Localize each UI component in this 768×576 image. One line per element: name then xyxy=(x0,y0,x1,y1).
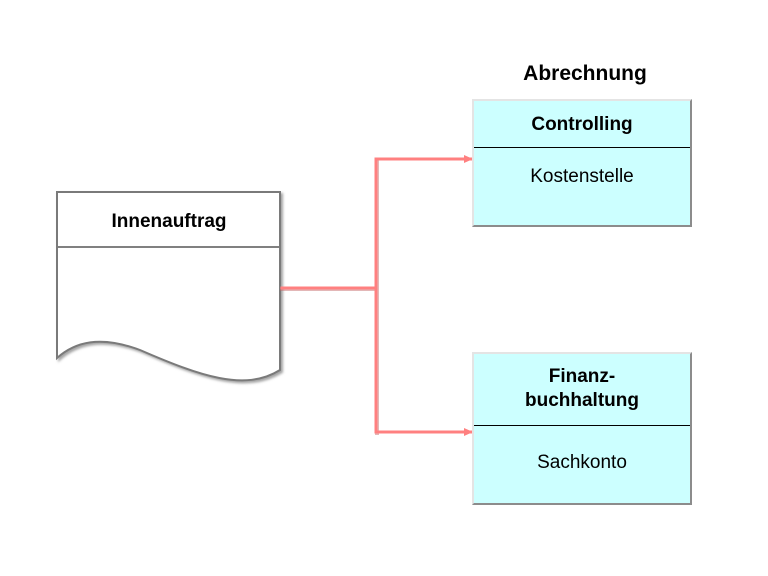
connector-lines xyxy=(280,155,473,436)
diagram-title: Abrechnung xyxy=(523,62,647,85)
target-box-header: Controlling xyxy=(474,101,690,148)
target-box-finanzbuchhaltung: Finanz- buchhaltung Sachkonto xyxy=(472,352,692,505)
source-document-label: Innenauftrag xyxy=(111,211,227,232)
connector-trunk xyxy=(280,157,378,434)
target-box-controlling: Controlling Kostenstelle xyxy=(472,99,692,227)
target-box-header: Finanz- buchhaltung xyxy=(474,354,690,426)
document-shape xyxy=(56,191,281,382)
target-box-body: Sachkonto xyxy=(537,452,627,473)
target-box-body: Kostenstelle xyxy=(530,166,634,187)
